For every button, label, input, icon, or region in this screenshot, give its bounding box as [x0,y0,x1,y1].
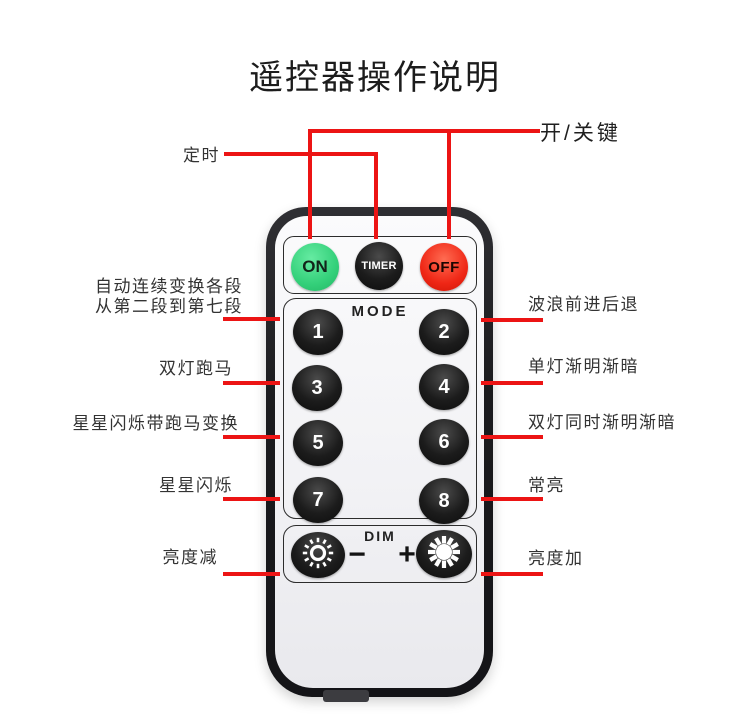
on-button: ON [291,243,339,291]
label-dual-chase: 双灯跑马 [159,359,233,378]
leader-line-left-3 [223,435,280,439]
leader-line-left-2 [223,381,280,385]
label-steady-on: 常亮 [528,476,565,495]
label-auto-change-line1: 自动连续变换各段 [95,277,243,296]
mode-button-1: 1 [293,309,343,355]
leader-line-left-5 [223,572,280,576]
dim-plus-sign: + [398,538,416,571]
label-single-fade: 单灯渐明渐暗 [528,357,639,376]
leader-line-left-4 [223,497,280,501]
mode-button-4: 4 [419,364,469,410]
leader-line-timer-horizontal [224,152,378,156]
label-timer: 定时 [183,146,220,165]
leader-line-right-3 [481,435,543,439]
label-twinkle-chase: 星星闪烁带跑马变换 [72,414,239,433]
leader-line-timer-vertical [374,152,378,239]
leader-line-power-horizontal [308,129,540,133]
label-auto-change: 自动连续变换各段 从第二段到第七段 [95,277,243,316]
leader-line-left-1 [223,317,280,321]
mode-button-5: 5 [293,420,343,466]
label-brightness-down: 亮度减 [162,548,218,567]
mode-button-8: 8 [419,478,469,524]
mode-button-6: 6 [419,419,469,465]
label-dual-fade: 双灯同时渐明渐暗 [528,413,676,432]
leader-line-right-1 [481,318,543,322]
dim-section: DIM [283,525,477,583]
dim-label: DIM [364,528,396,544]
brightness-up-icon [424,532,464,577]
page-title: 遥控器操作说明 [249,59,501,97]
mode-button-3: 3 [292,365,342,411]
leader-line-off-vertical [447,129,451,239]
leader-line-right-4 [481,497,543,501]
brightness-down-icon [298,533,338,578]
brightness-down-button [291,532,345,578]
remote-bottom-nub [323,690,369,702]
label-brightness-up: 亮度加 [528,549,584,568]
mode-button-2: 2 [419,309,469,355]
leader-line-on-vertical [308,129,312,239]
leader-line-right-5 [481,572,543,576]
label-wave: 波浪前进后退 [528,295,639,314]
power-section: ON TIMER OFF [283,236,477,294]
label-auto-change-line2: 从第二段到第七段 [95,296,243,316]
brightness-up-button [416,530,472,578]
mode-label: MODE [351,303,409,320]
remote-body: ON TIMER OFF MODE 1 2 3 4 5 6 7 8 DIM [266,207,493,702]
mode-section: MODE 1 2 3 4 5 6 7 8 [283,298,477,524]
off-button: OFF [420,243,468,291]
timer-button: TIMER [355,242,403,290]
dim-minus-sign: − [348,538,366,571]
label-power-key: 开/关键 [540,122,621,145]
label-twinkle: 星星闪烁 [159,476,233,495]
leader-line-right-2 [481,381,543,385]
mode-button-7: 7 [293,477,343,523]
